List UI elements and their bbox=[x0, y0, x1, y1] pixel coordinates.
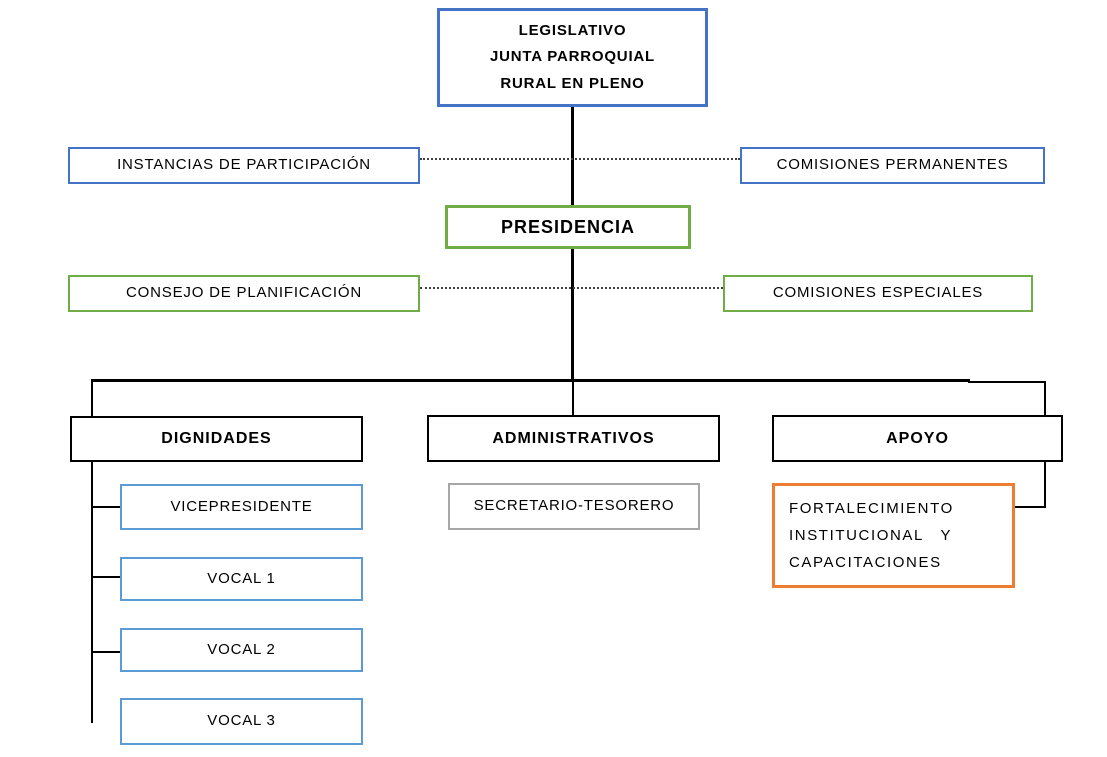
connector-stub-vocal1 bbox=[93, 576, 120, 578]
node-vocal-3: VOCAL 3 bbox=[120, 698, 363, 745]
node-dignidades: DIGNIDADES bbox=[70, 416, 363, 462]
connector-presidencia-main bbox=[571, 249, 574, 380]
node-label: INSTANCIAS DE PARTICIPACIÓN bbox=[117, 156, 371, 174]
node-vocal-1: VOCAL 1 bbox=[120, 557, 363, 601]
node-vicepresidente: VICEPRESIDENTE bbox=[120, 484, 363, 530]
connector-legislativo-presidencia bbox=[571, 107, 574, 205]
node-administrativos: ADMINISTRATIVOS bbox=[427, 415, 720, 462]
node-label: VOCAL 2 bbox=[207, 640, 276, 658]
node-instancias-de-participacion: INSTANCIAS DE PARTICIPACIÓN bbox=[68, 147, 420, 184]
node-label: APOYO bbox=[886, 429, 949, 447]
node-consejo-de-planificacion: CONSEJO DE PLANIFICACIÓN bbox=[68, 275, 420, 312]
node-fortalecimiento-institucional: FORTALECIMIENTO INSTITUCIONAL Y CAPACITA… bbox=[772, 483, 1015, 588]
connector-stub-vicepresidente bbox=[93, 506, 120, 508]
node-label: ADMINISTRATIVOS bbox=[492, 429, 655, 447]
connector-apoyo-fortalecimiento-stub bbox=[1015, 506, 1046, 508]
connector-dignidades-drop bbox=[91, 382, 93, 416]
node-legislativo-junta-parroquial: LEGISLATIVO JUNTA PARROQUIAL RURAL EN PL… bbox=[437, 8, 708, 107]
connector-administrativos-drop bbox=[572, 382, 574, 415]
dotted-connector-consejo-comisiones bbox=[420, 287, 723, 289]
connector-dignidades-spine bbox=[91, 462, 93, 723]
connector-apoyo-jog-horizontal bbox=[968, 381, 1046, 383]
node-label: VICEPRESIDENTE bbox=[170, 497, 313, 515]
node-label: PRESIDENCIA bbox=[500, 216, 636, 237]
node-presidencia: PRESIDENCIA bbox=[445, 205, 691, 249]
connector-stub-vocal2 bbox=[93, 651, 120, 653]
connector-main-horizontal bbox=[91, 379, 970, 382]
node-vocal-2: VOCAL 2 bbox=[120, 628, 363, 672]
node-comisiones-especiales: COMISIONES ESPECIALES bbox=[723, 275, 1033, 312]
dotted-connector-instancias-comisiones bbox=[420, 158, 740, 160]
connector-apoyo-jog-vertical bbox=[1044, 381, 1046, 415]
node-label: VOCAL 3 bbox=[207, 712, 276, 730]
node-label: CONSEJO DE PLANIFICACIÓN bbox=[126, 284, 362, 302]
connector-apoyo-fortalecimiento-vertical bbox=[1044, 462, 1046, 508]
node-comisiones-permanentes: COMISIONES PERMANENTES bbox=[740, 147, 1045, 184]
node-label: COMISIONES PERMANENTES bbox=[776, 156, 1009, 174]
node-label: FORTALECIMIENTO INSTITUCIONAL Y CAPACITA… bbox=[789, 500, 954, 571]
node-label: DIGNIDADES bbox=[161, 430, 272, 447]
node-label: LEGISLATIVO JUNTA PARROQUIAL RURAL EN PL… bbox=[489, 22, 656, 92]
node-secretario-tesorero: SECRETARIO-TESORERO bbox=[448, 483, 700, 530]
node-label: SECRETARIO-TESORERO bbox=[473, 497, 675, 515]
node-label: VOCAL 1 bbox=[207, 569, 276, 587]
node-apoyo: APOYO bbox=[772, 415, 1063, 462]
node-label: COMISIONES ESPECIALES bbox=[772, 284, 984, 302]
